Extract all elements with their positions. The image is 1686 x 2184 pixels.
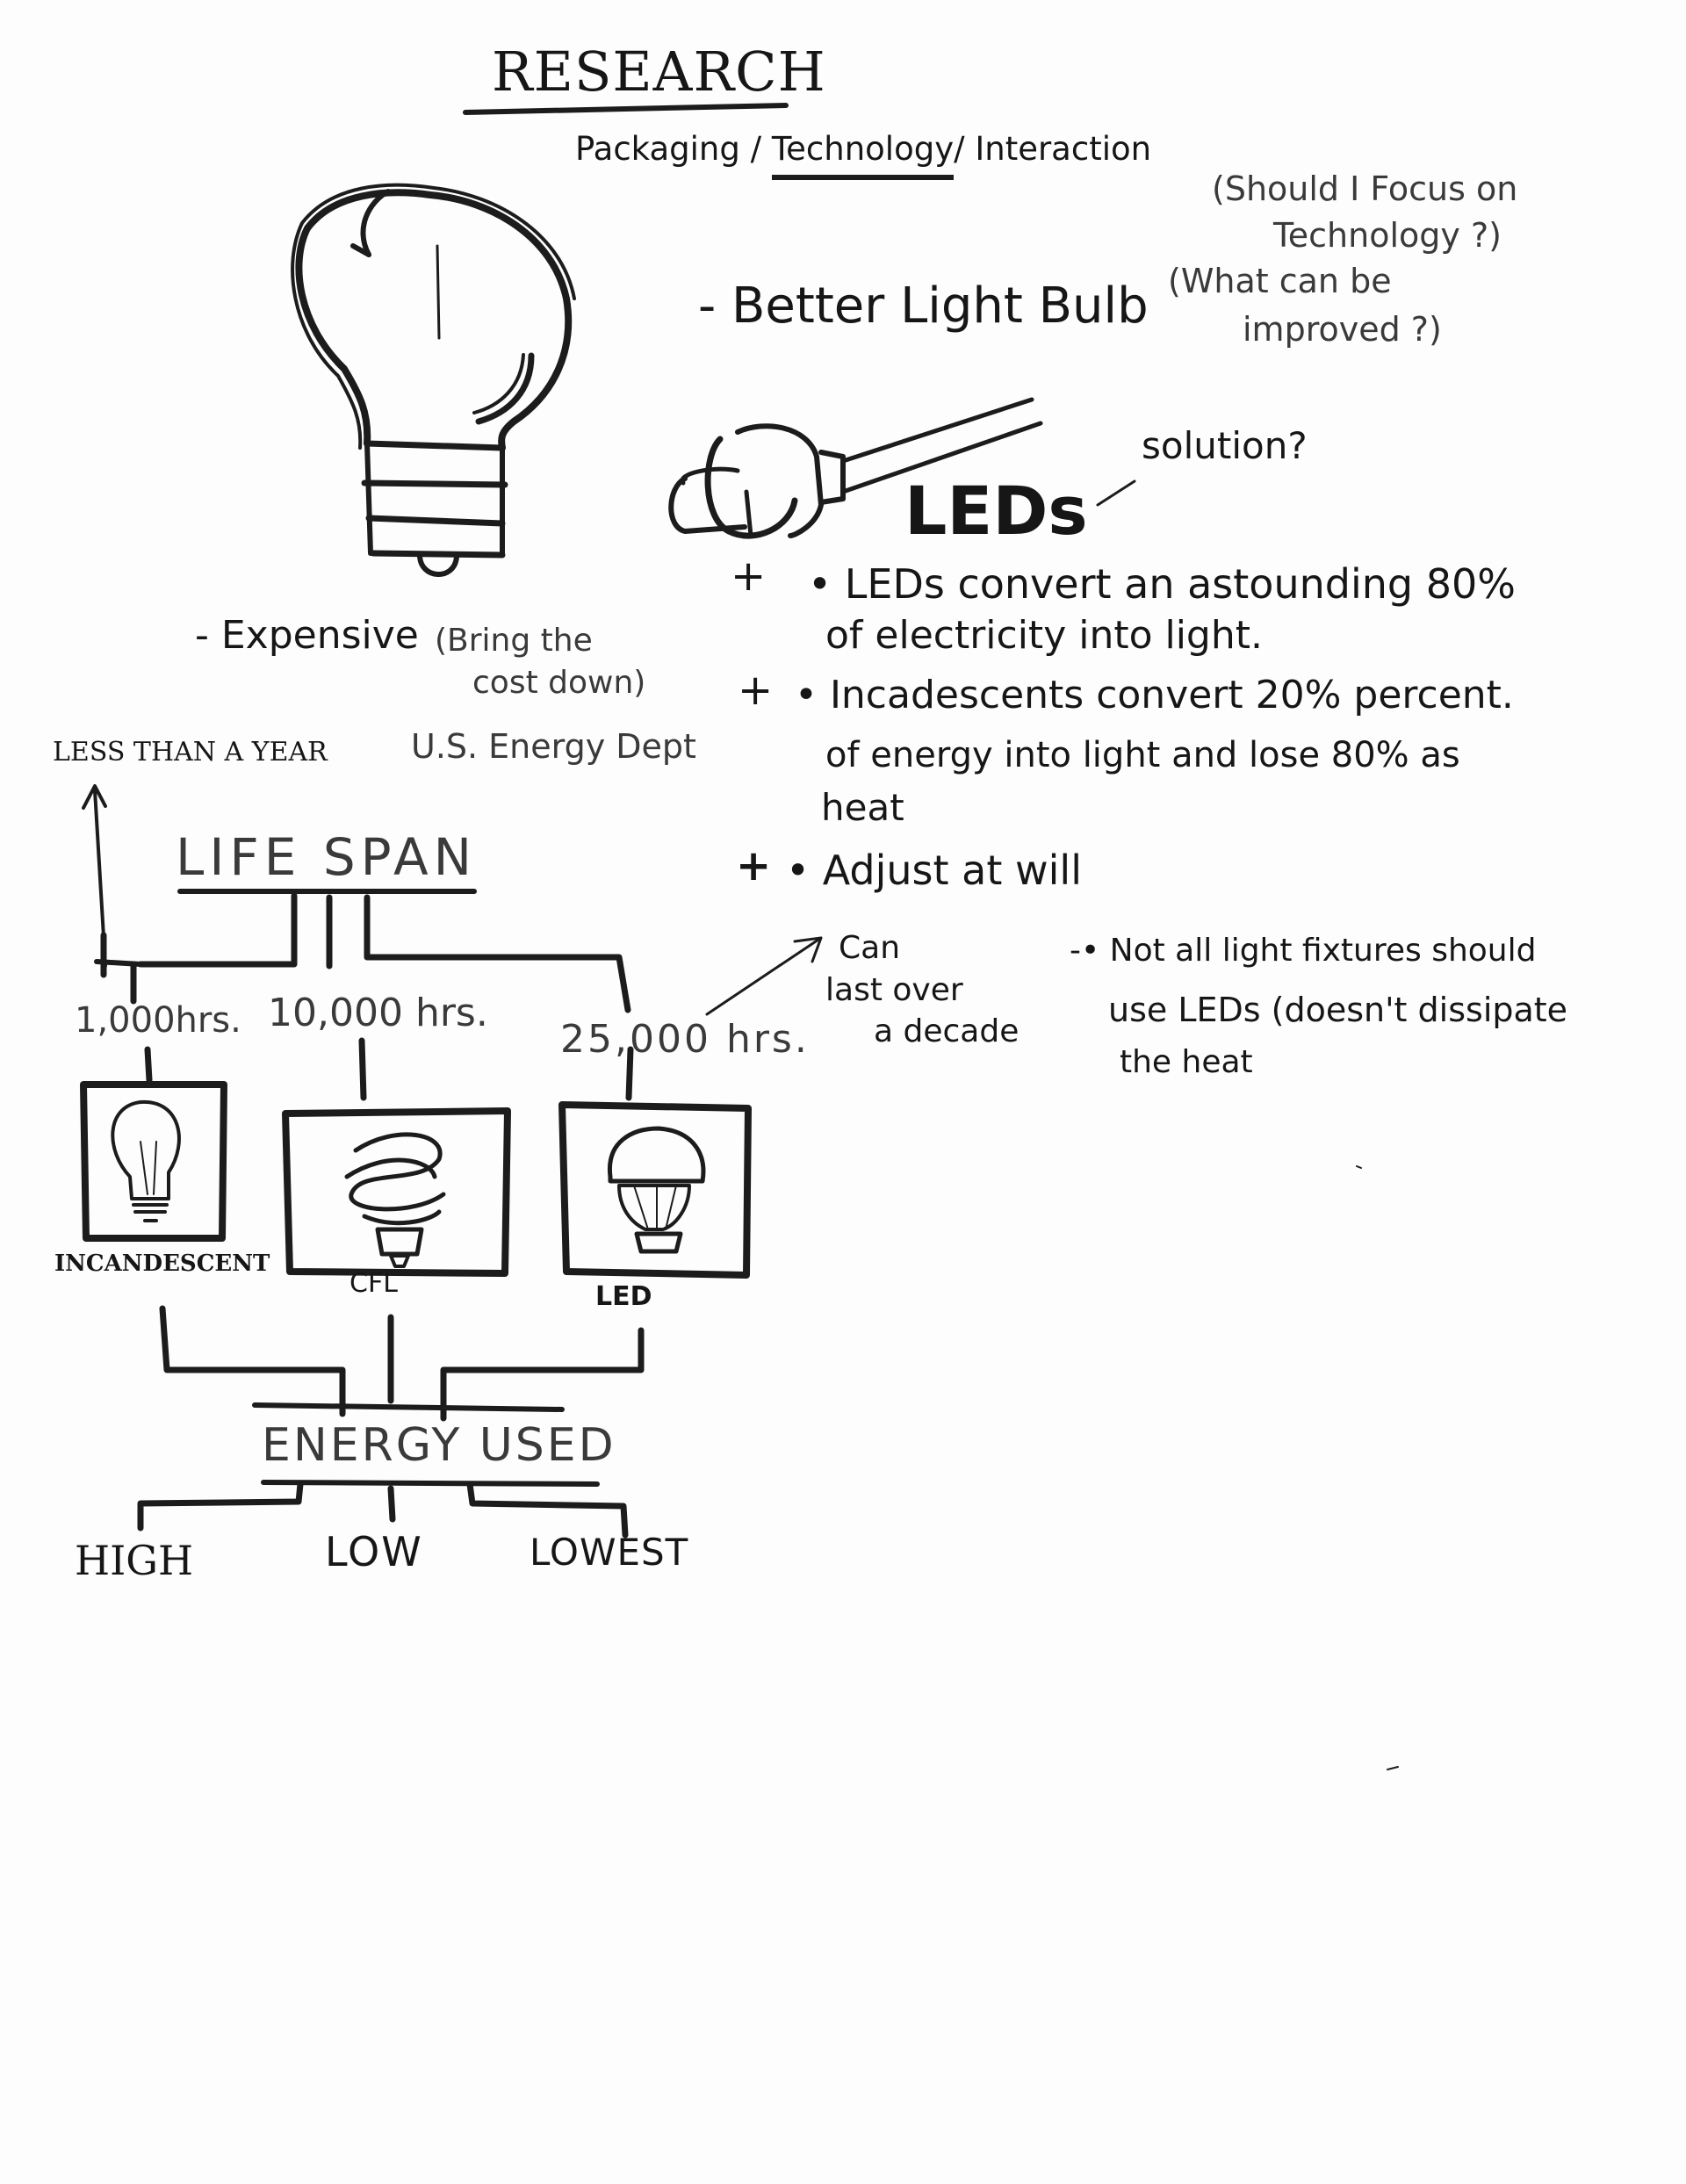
focus-question-line1: (Should I Focus on bbox=[1212, 169, 1518, 208]
improve-question-line1: (What can be bbox=[1168, 262, 1392, 300]
label-led: LED bbox=[595, 1281, 652, 1312]
pro-mark: + bbox=[731, 551, 767, 601]
decade-arrow bbox=[705, 936, 823, 1016]
pro-point-line: • Incadescents convert 20% percent. bbox=[795, 673, 1514, 717]
hours-incandescent: 1,000hrs. bbox=[75, 1000, 241, 1041]
better-light-bulb-note: - Better Light Bulb bbox=[698, 278, 1149, 335]
pro-point-line: • Adjust at will bbox=[786, 847, 1082, 894]
pro-mark: + bbox=[736, 841, 772, 890]
large-lightbulb-sketch bbox=[291, 183, 576, 577]
energy-tree-bottom bbox=[137, 1480, 629, 1539]
hours-cfl: 10,000 hrs. bbox=[268, 991, 488, 1035]
con-line: the heat bbox=[1120, 1044, 1253, 1080]
hours-led: 25,000 hrs. bbox=[560, 1017, 810, 1062]
con-line: -• Not all light fixtures should bbox=[1070, 933, 1537, 969]
led-component-sketch bbox=[668, 397, 1043, 539]
improve-question-line2: improved ?) bbox=[1243, 310, 1442, 349]
topic-separator: / bbox=[954, 130, 965, 168]
cost-note-line2: cost down) bbox=[472, 665, 646, 701]
focus-question-line2: Technology ?) bbox=[1273, 216, 1502, 255]
label-incandescent: INCANDESCENT bbox=[54, 1251, 270, 1277]
solution-pointer bbox=[1096, 479, 1136, 507]
led-box-sketch bbox=[558, 1101, 752, 1279]
topic-interaction: Interaction bbox=[975, 130, 1152, 168]
less-than-year-note: LESS THAN A YEAR bbox=[53, 737, 328, 768]
energy-lowest: LOWEST bbox=[530, 1531, 689, 1574]
topic-technology: Technology bbox=[771, 130, 955, 180]
cost-note-line1: (Bring the bbox=[435, 623, 593, 659]
incandescent-box-sketch bbox=[80, 1081, 227, 1242]
pro-point-line: of electricity into light. bbox=[825, 613, 1263, 658]
page-title: RESEARCH bbox=[492, 40, 826, 104]
pro-point-line: of energy into light and lose 80% as bbox=[825, 735, 1460, 775]
lifespan-title: LIFE SPAN bbox=[176, 827, 478, 887]
solution-note: solution? bbox=[1142, 424, 1308, 467]
cfl-box-sketch bbox=[282, 1107, 511, 1277]
leds-heading: LEDs bbox=[904, 472, 1088, 550]
up-arrow bbox=[82, 784, 107, 968]
decade-note-line1: Can bbox=[839, 930, 901, 966]
pro-mark: + bbox=[738, 666, 774, 715]
topic-list: Packaging / Technology/ Interaction bbox=[575, 130, 1152, 180]
source-note: U.S. Energy Dept bbox=[411, 727, 696, 766]
pro-point-line: • LEDs convert an astounding 80% bbox=[808, 560, 1516, 608]
energy-used-title: ENERGY USED bbox=[262, 1419, 616, 1472]
energy-high: HIGH bbox=[75, 1537, 194, 1584]
title-underline bbox=[463, 103, 789, 115]
decade-note-line3: a decade bbox=[874, 1013, 1020, 1049]
con-line: use LEDs (doesn't dissipate bbox=[1108, 991, 1568, 1029]
decade-note-line2: last over bbox=[825, 972, 963, 1008]
topic-packaging: Packaging bbox=[575, 130, 740, 168]
label-cfl: CFL bbox=[349, 1268, 398, 1299]
pro-point-line: heat bbox=[821, 786, 904, 829]
topic-separator: / bbox=[750, 130, 762, 168]
energy-tree-top bbox=[159, 1305, 645, 1422]
energy-low: LOW bbox=[325, 1528, 423, 1575]
expensive-note: - Expensive bbox=[195, 613, 419, 658]
